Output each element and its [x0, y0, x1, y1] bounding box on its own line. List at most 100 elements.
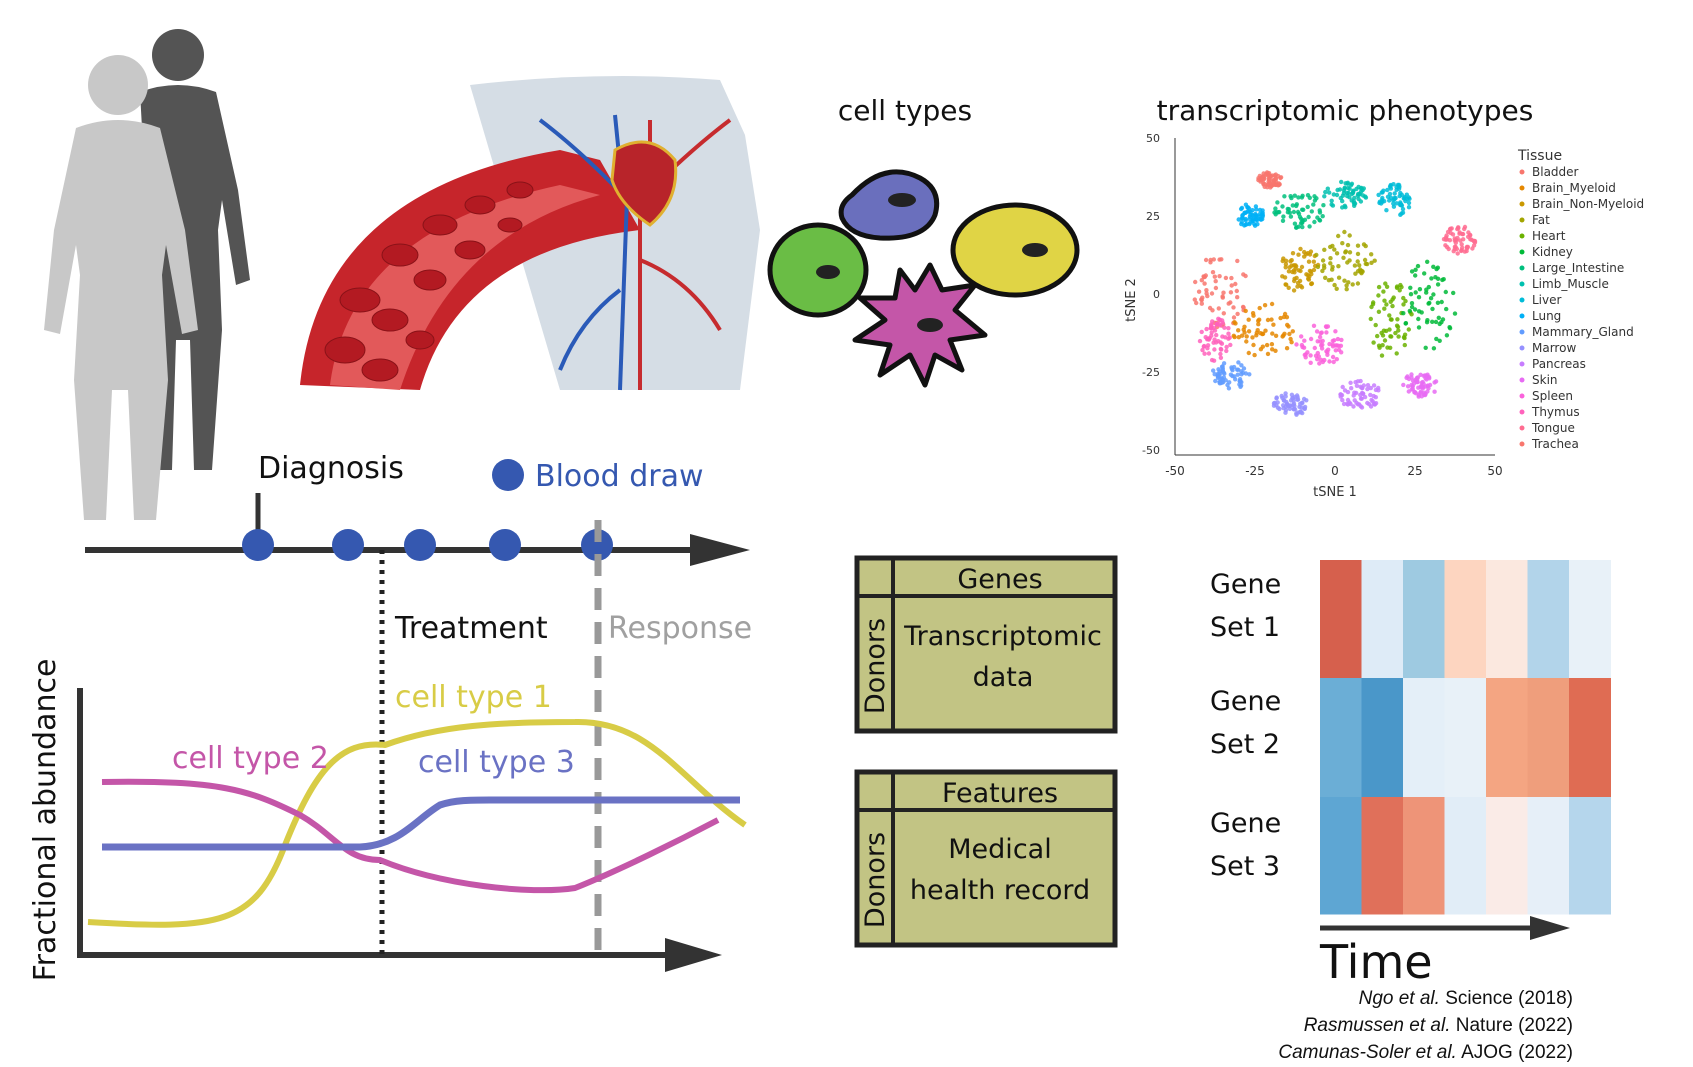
- tsne-point: [1325, 350, 1330, 355]
- tsne-point: [1300, 220, 1305, 225]
- tsne-point: [1235, 311, 1240, 317]
- tsne-point: [1257, 305, 1262, 311]
- tsne-point: [1257, 207, 1263, 213]
- tsne-point: [1369, 260, 1374, 265]
- tsne-point: [1246, 350, 1252, 356]
- tsne-legend-swatch: [1519, 169, 1525, 175]
- tsne-point: [1229, 365, 1234, 370]
- tsne-point: [1403, 298, 1408, 304]
- tsne-point: [1239, 333, 1245, 338]
- tsne-point: [1228, 290, 1234, 295]
- tsne-point: [1209, 330, 1214, 335]
- tsne-point: [1416, 295, 1422, 300]
- tsne-point: [1218, 355, 1224, 360]
- tsne-point: [1331, 359, 1336, 365]
- tsne-point: [1265, 317, 1271, 323]
- tsne-point: [1405, 384, 1411, 389]
- tsne-point: [1424, 287, 1429, 292]
- tsne-point: [1212, 372, 1217, 377]
- tsne-point: [1362, 257, 1368, 263]
- tsne-point: [1260, 212, 1266, 218]
- tsne-point: [1380, 343, 1385, 348]
- tsne-point: [1211, 257, 1217, 262]
- tsne-point: [1280, 218, 1286, 223]
- tsne-point: [1343, 249, 1349, 254]
- tsne-point: [1355, 281, 1361, 286]
- tsne-point: [1304, 252, 1309, 257]
- tsne-point: [1270, 173, 1275, 178]
- transcriptomic-line1: Transcriptomic: [903, 621, 1102, 652]
- tsne-point: [1406, 205, 1412, 210]
- tsne-point: [1435, 282, 1441, 287]
- heatmap: Gene Set 1 Gene Set 2 Gene Set 3 Time: [1210, 560, 1611, 989]
- heatmap-cell: [1444, 560, 1487, 679]
- tsne-point: [1239, 363, 1244, 368]
- tsne-legend-title: Tissue: [1517, 148, 1562, 164]
- tsne-point: [1320, 258, 1326, 263]
- tsne-point: [1387, 198, 1392, 203]
- tsne-point: [1393, 330, 1398, 336]
- tsne-point: [1370, 302, 1376, 307]
- cell-types-title: cell types: [838, 94, 972, 127]
- gene-set-2-line1: Gene: [1210, 686, 1281, 717]
- tsne-point: [1251, 313, 1256, 318]
- tsne-point: [1417, 287, 1423, 292]
- tsne-legend-swatch: [1519, 345, 1525, 351]
- tsne-point: [1358, 378, 1363, 384]
- cell-type-1-curve: [87, 718, 747, 928]
- tsne-point: [1348, 183, 1354, 188]
- tsne-point: [1335, 336, 1341, 342]
- tsne-point: [1232, 320, 1237, 325]
- tsne-point: [1356, 184, 1361, 190]
- tsne-point: [1234, 288, 1240, 294]
- tsne-point: [1333, 348, 1339, 353]
- tsne-point: [1254, 213, 1259, 219]
- tsne-legend-swatch: [1519, 393, 1525, 399]
- tsne-point: [1306, 259, 1312, 264]
- tsne-point: [1336, 275, 1342, 280]
- tsne-point: [1345, 190, 1350, 196]
- heatmap-cell: [1569, 678, 1611, 798]
- tsne-point: [1217, 317, 1223, 322]
- donors-label: Donors: [860, 618, 891, 714]
- tsne-point: [1379, 201, 1384, 206]
- tsne-ytick: 25: [1146, 210, 1160, 223]
- tsne-point: [1402, 332, 1408, 337]
- tsne-point: [1273, 348, 1278, 353]
- tsne-point: [1396, 328, 1401, 333]
- tsne-point: [1320, 338, 1325, 344]
- tsne-point: [1327, 359, 1332, 364]
- tsne-point: [1290, 203, 1296, 208]
- heatmap-cell: [1569, 797, 1611, 915]
- tsne-point: [1240, 370, 1246, 375]
- tsne-point: [1266, 171, 1272, 176]
- tsne-point: [1413, 290, 1418, 295]
- tsne-point: [1362, 394, 1368, 400]
- tsne-point: [1294, 393, 1300, 398]
- tsne-point: [1223, 335, 1228, 340]
- tsne-point: [1341, 401, 1347, 407]
- tsne-point: [1423, 384, 1428, 389]
- tsne-point: [1402, 335, 1407, 341]
- heatmap-cell: [1444, 797, 1487, 915]
- tsne-point: [1284, 346, 1290, 351]
- tsne-point: [1397, 184, 1402, 189]
- tsne-point: [1244, 334, 1249, 339]
- tsne-point: [1251, 342, 1256, 348]
- tsne-point: [1204, 326, 1209, 332]
- tsne-point: [1441, 237, 1447, 242]
- tsne-legend-item: Spleen: [1532, 389, 1573, 403]
- tsne-point: [1452, 311, 1458, 316]
- references: Ngo et al. Science (2018) Rasmussen et a…: [1278, 985, 1573, 1066]
- transcriptomic-line2: data: [973, 662, 1034, 693]
- tsne-point: [1416, 316, 1421, 322]
- tsne-point: [1437, 338, 1442, 343]
- tsne-ylabel: tSNE 2: [1124, 278, 1139, 322]
- tsne-point: [1336, 343, 1341, 348]
- tsne-point: [1342, 388, 1348, 393]
- tsne-point: [1209, 291, 1215, 296]
- tsne-point: [1315, 339, 1320, 344]
- tsne-point: [1308, 353, 1313, 358]
- tsne-point: [1349, 386, 1354, 391]
- tsne-point: [1261, 171, 1266, 176]
